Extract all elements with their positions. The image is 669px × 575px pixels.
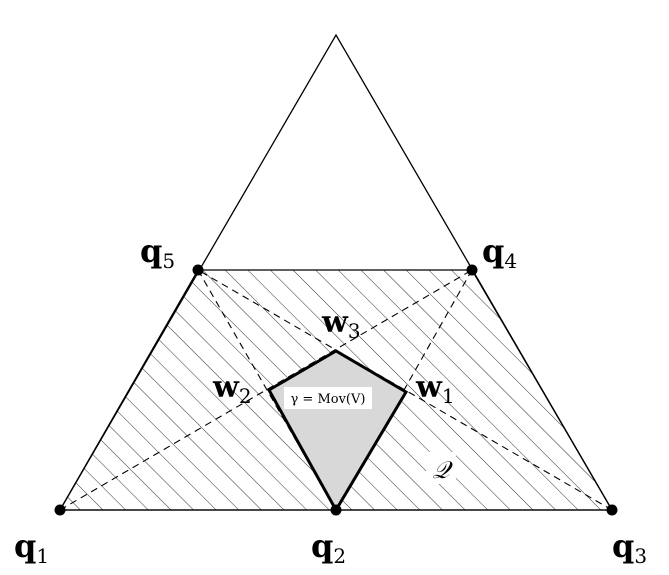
svg-text:q2: q2	[311, 527, 346, 568]
dot-q2	[330, 504, 342, 516]
svg-text:w2: w2	[212, 370, 252, 408]
dot-q3	[606, 504, 618, 516]
label-q3: q3	[612, 527, 647, 568]
svg-text:w3: w3	[321, 305, 361, 343]
vertex-dots	[54, 264, 618, 516]
svg-text:q3: q3	[612, 527, 647, 568]
label-q5: q5	[140, 232, 175, 273]
dot-q4	[466, 264, 478, 276]
svg-text:q1: q1	[14, 527, 49, 568]
dashed-q1-q4	[59, 269, 473, 511]
kite-label-box	[284, 387, 372, 409]
label-q4: q4	[482, 232, 517, 273]
svg-text:q5: q5	[140, 232, 175, 273]
dashed-q3-q5	[197, 269, 613, 511]
svg-text:w1: w1	[415, 370, 455, 408]
label-q1: q1	[14, 527, 49, 568]
label-q2: q2	[311, 527, 346, 568]
label-w2: w2	[212, 370, 252, 408]
region-label-q: 𝒬	[432, 456, 453, 484]
label-w3: w3	[321, 305, 361, 343]
kite-label: γ = Mov(V)	[291, 392, 366, 407]
svg-text:q4: q4	[482, 232, 517, 273]
dot-q5	[192, 264, 204, 276]
label-w1: w1	[415, 370, 455, 408]
region-label-box	[426, 452, 456, 484]
dot-q1	[54, 504, 66, 516]
